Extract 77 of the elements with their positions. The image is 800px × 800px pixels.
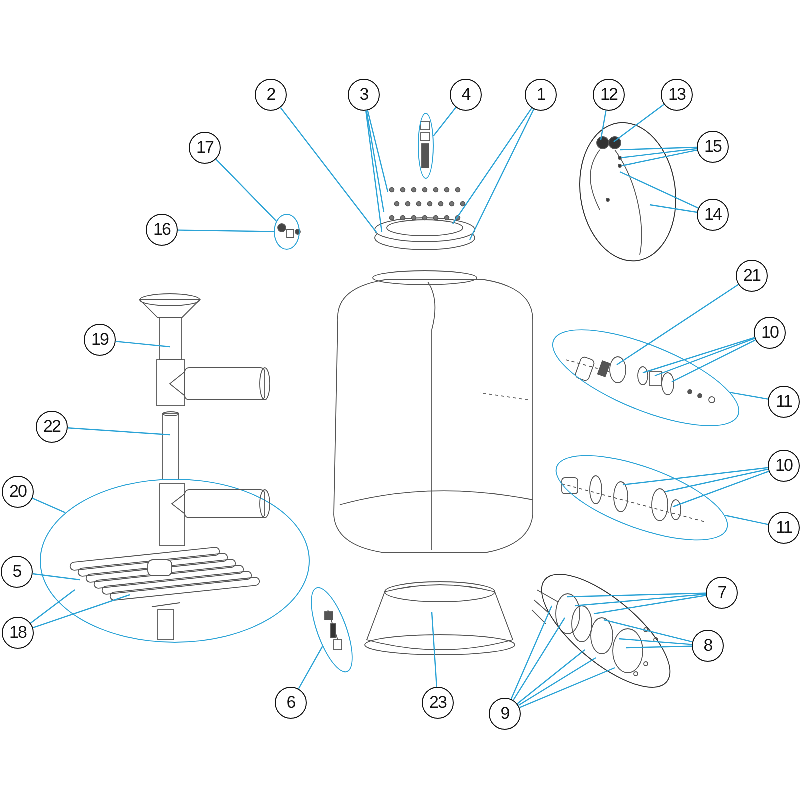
group-outline <box>274 214 300 250</box>
leader-line <box>566 592 706 598</box>
callout-number: 19 <box>84 324 116 356</box>
leader-line <box>622 467 768 486</box>
leader-line <box>600 110 607 140</box>
leader-line <box>280 107 378 234</box>
callout-number: 10 <box>754 317 786 349</box>
callout-number: 13 <box>661 79 693 111</box>
leader-line <box>510 606 553 700</box>
leader-line <box>594 595 706 615</box>
callout-number: 17 <box>189 132 221 164</box>
pipe-drawing <box>162 412 180 480</box>
leader-line <box>469 109 535 240</box>
callout-number: 5 <box>1 556 33 588</box>
diffuser-drawing <box>138 294 270 406</box>
group-outline <box>40 479 310 643</box>
group-outline <box>418 113 434 179</box>
callout-number: 22 <box>36 411 68 443</box>
leader-line <box>616 284 739 366</box>
leader-line <box>620 146 698 151</box>
callout-number: 4 <box>450 79 482 111</box>
leader-line <box>620 171 699 209</box>
leader-line <box>517 650 586 704</box>
leader-line <box>32 498 66 514</box>
callout-number: 7 <box>706 577 738 609</box>
callout-number: 16 <box>146 214 178 246</box>
lateral-collector-drawing <box>69 483 270 640</box>
leader-line <box>513 618 566 701</box>
callout-number: 2 <box>255 79 287 111</box>
leader-line <box>654 338 756 377</box>
leader-line <box>620 148 698 159</box>
callout-number: 1 <box>525 79 557 111</box>
leader-line <box>433 107 457 137</box>
callout-number: 15 <box>697 131 729 163</box>
leader-line <box>664 468 769 493</box>
leader-line <box>298 646 324 690</box>
leader-line <box>520 667 616 708</box>
leader-line <box>116 341 170 348</box>
leader-line <box>68 428 170 436</box>
lid-flange-drawing <box>374 187 476 250</box>
leader-line <box>32 573 80 581</box>
leader-line <box>626 646 692 649</box>
callout-number: 6 <box>275 687 307 719</box>
callout-number: 3 <box>348 79 380 111</box>
callout-number: 12 <box>593 79 625 111</box>
base-stand-drawing <box>364 582 516 656</box>
leader-line <box>366 110 383 232</box>
callout-number: 11 <box>768 386 800 418</box>
leader-line <box>452 108 532 224</box>
leader-line <box>604 619 693 643</box>
leader-line <box>30 590 76 624</box>
leader-line <box>622 150 698 167</box>
leader-line <box>724 514 768 526</box>
leader-line <box>574 594 706 607</box>
leader-line <box>614 104 665 142</box>
leader-line <box>672 340 756 383</box>
leader-line <box>730 392 768 400</box>
leader-line <box>366 110 385 212</box>
callout-number: 11 <box>768 512 800 544</box>
callout-number: 21 <box>736 260 768 292</box>
leader-line <box>650 204 698 214</box>
callout-number: 10 <box>768 450 800 482</box>
leader-line <box>672 470 770 508</box>
callout-number: 8 <box>692 630 724 662</box>
leader-line <box>518 657 596 706</box>
leader-line <box>618 638 692 646</box>
callout-number: 18 <box>2 617 34 649</box>
callout-number: 23 <box>422 687 454 719</box>
leader-line <box>367 110 389 192</box>
leader-line <box>642 337 755 374</box>
callout-number: 20 <box>2 476 34 508</box>
callout-number: 14 <box>697 199 729 231</box>
leader-line <box>216 158 277 222</box>
leader-line <box>178 230 274 232</box>
leader-line <box>431 612 438 688</box>
callout-number: 9 <box>489 698 521 730</box>
leader-line <box>33 594 130 628</box>
